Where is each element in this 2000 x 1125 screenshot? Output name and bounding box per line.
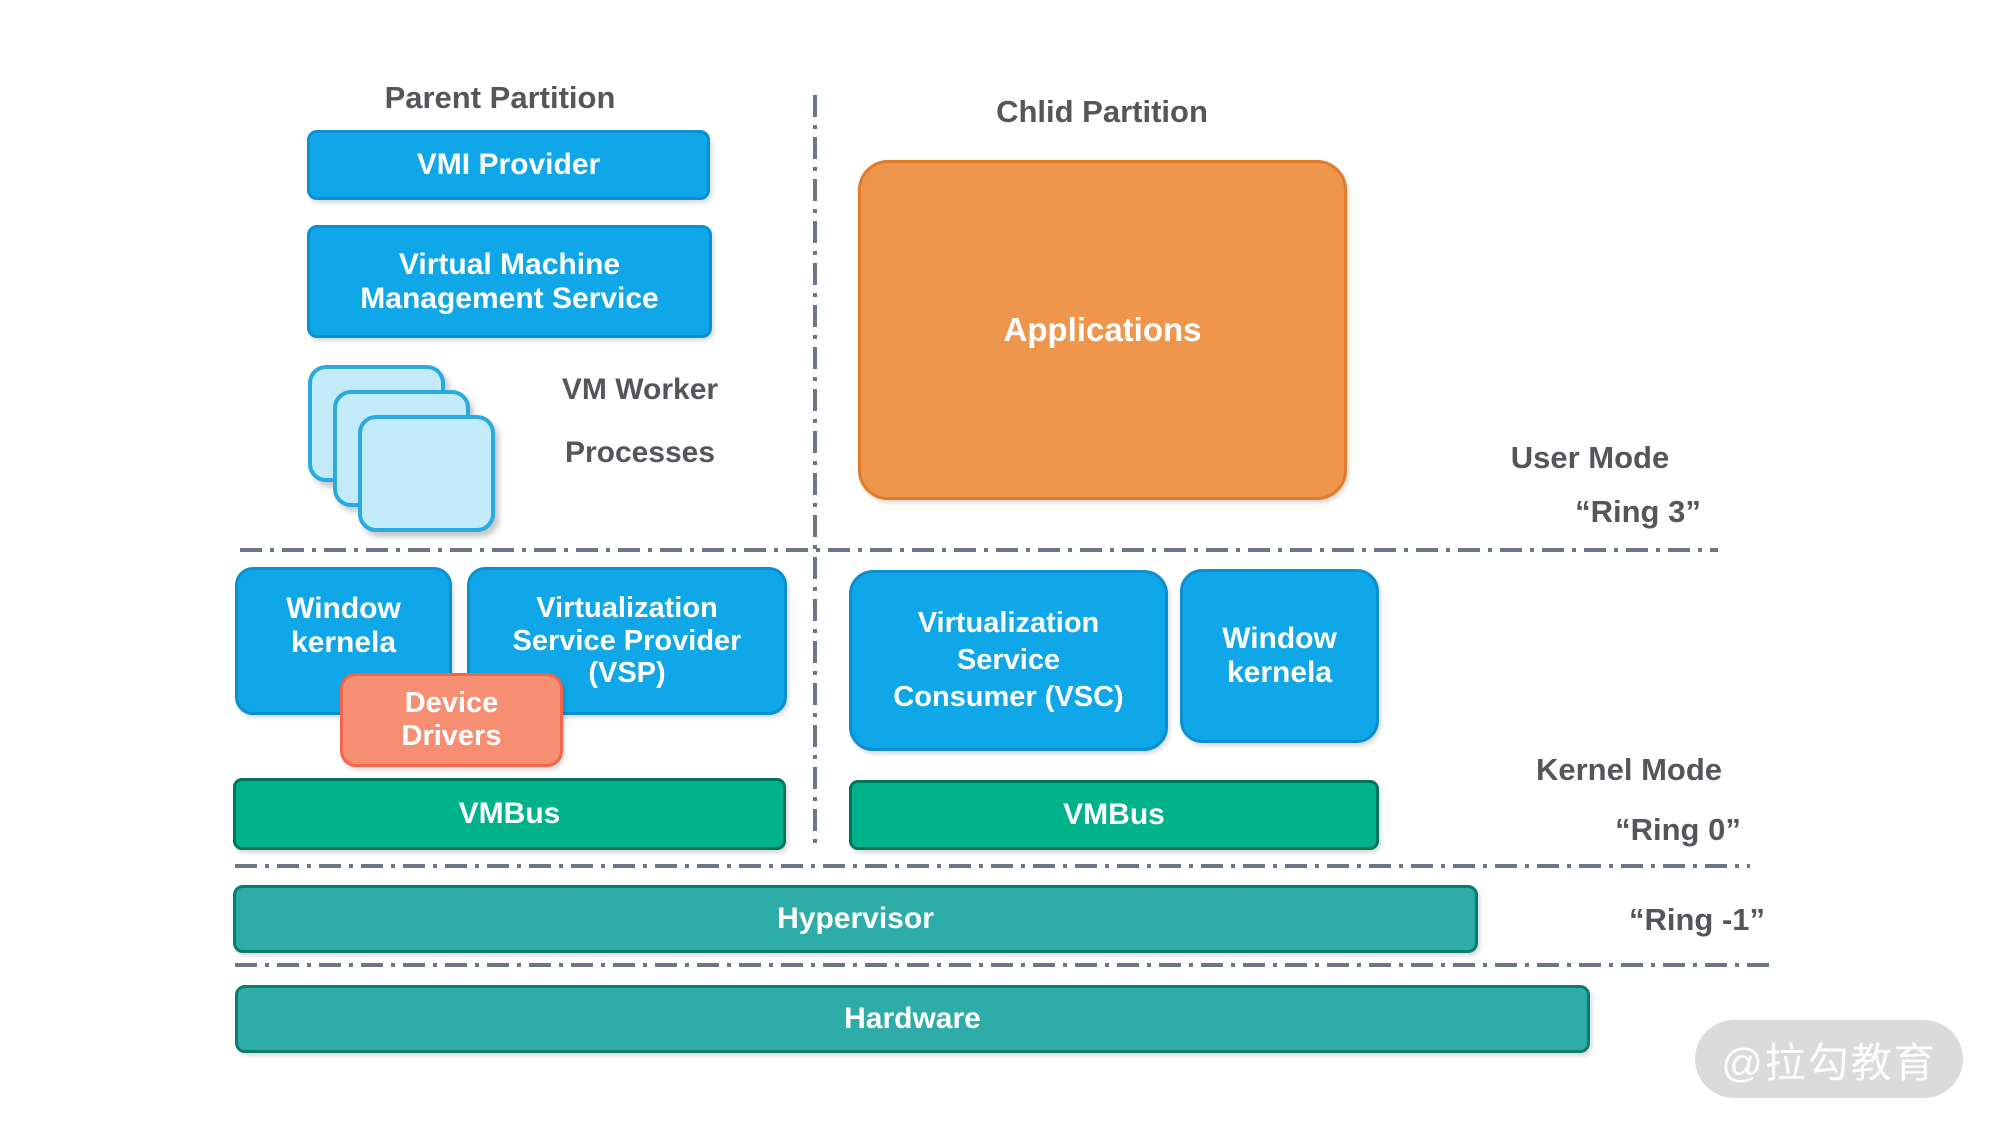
applications-box: Applications	[858, 160, 1347, 500]
kernel-hypervisor-divider-line	[235, 864, 1750, 868]
vm-worker-square-front	[358, 415, 495, 532]
ring-minus1-label: “Ring -1”	[1628, 902, 1766, 937]
vmi-provider-label: VMI Provider	[416, 148, 601, 182]
vsp-label-line1: Virtualization	[536, 592, 718, 625]
vmbus-child-box: VMBus	[849, 780, 1379, 850]
device-drivers-box: Device Drivers	[340, 673, 563, 767]
window-kernel-child-line1: Window	[1222, 622, 1337, 656]
partition-divider-line	[813, 95, 817, 848]
hypervisor-label: Hypervisor	[777, 902, 934, 935]
ring0-label: “Ring 0”	[1615, 812, 1741, 847]
vmbus-parent-label: VMBus	[458, 797, 561, 830]
user-mode-label: User Mode	[1510, 440, 1670, 475]
vsc-box: Virtualization Service Consumer (VSC)	[849, 570, 1168, 751]
vmi-provider-box: VMI Provider	[307, 130, 710, 200]
vsp-label-line3: (VSP)	[588, 657, 666, 690]
vmms-label-line2: Management Service	[360, 281, 659, 315]
hardware-box: Hardware	[235, 985, 1590, 1053]
vsc-label-line3: Consumer (VSC)	[893, 681, 1124, 714]
kernel-mode-label: Kernel Mode	[1535, 752, 1723, 787]
device-drivers-line1: Device	[404, 686, 499, 719]
vmms-box: Virtual Machine Management Service	[307, 225, 712, 338]
vm-worker-label-line2: Worker	[615, 373, 719, 406]
window-kernel-parent-line1: Window	[286, 592, 401, 625]
ring3-label: “Ring 3”	[1575, 494, 1701, 529]
child-partition-title: Chlid Partition	[996, 94, 1208, 129]
hypervisor-box: Hypervisor	[233, 885, 1478, 953]
vm-worker-label-line3: Processes	[564, 436, 716, 469]
vmms-label-line1: Virtual Machine	[398, 247, 621, 281]
device-drivers-line2: Drivers	[401, 720, 502, 752]
vm-worker-label-line1: VM	[561, 373, 607, 406]
vsc-label-line2: Service	[956, 643, 1061, 676]
vmbus-parent-box: VMBus	[233, 778, 786, 850]
vsp-label-line2: Service Provider	[512, 624, 742, 657]
window-kernel-parent-line2: kernela	[290, 625, 397, 659]
vsc-label-line1: Virtualization	[917, 606, 1100, 639]
applications-label: Applications	[1003, 311, 1202, 348]
watermark-text: @拉勾教育	[1721, 1040, 1937, 1086]
vm-worker-processes-label: VM Worker Processes	[520, 358, 760, 484]
window-kernel-child-box: Window kernela	[1180, 569, 1379, 743]
vmbus-child-label: VMBus	[1063, 798, 1165, 831]
vsp-box: Virtualization Service Provider (VSP)	[467, 567, 787, 715]
user-kernel-divider-line	[240, 548, 1718, 552]
hypervisor-hardware-divider-line	[235, 963, 1772, 967]
watermark-badge: @拉勾教育	[1695, 1020, 1963, 1098]
parent-partition-title: Parent Partition	[384, 80, 616, 115]
window-kernel-child-line2: kernela	[1226, 656, 1333, 689]
hardware-label: Hardware	[844, 1002, 981, 1035]
